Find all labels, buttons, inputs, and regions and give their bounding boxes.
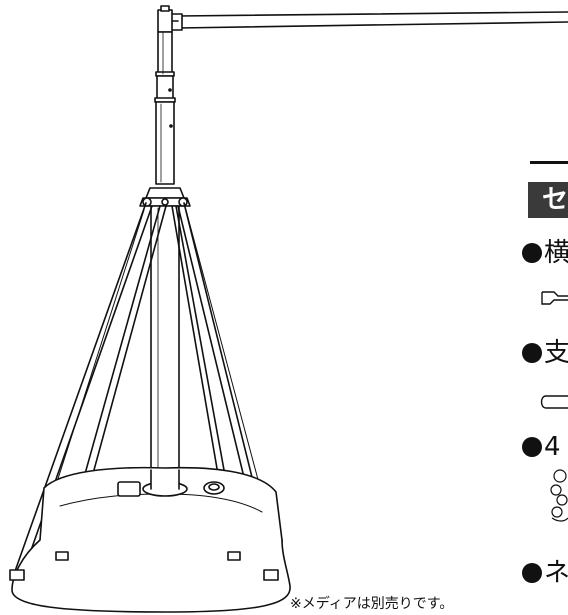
tripod-collar (139, 187, 191, 207)
tube-part-icon (540, 395, 568, 409)
section-badge: セ (528, 182, 568, 218)
telescopic-pole (154, 31, 176, 185)
pole-top-joint (157, 5, 179, 33)
bullet-icon (522, 437, 542, 457)
water-tank-base (11, 466, 291, 613)
bullet-icon (522, 343, 542, 363)
bullet-icon (522, 243, 542, 263)
feature-label: ネ (544, 558, 568, 588)
media-sold-separately-note: ※メディアは別売りです。 (290, 596, 454, 612)
bullet-icon (522, 563, 542, 583)
bolt-part-icon (550, 469, 568, 522)
feature-item-1: 横 (522, 238, 568, 268)
feature-item-2: 支 (522, 338, 568, 368)
feature-label: 横 (544, 238, 568, 268)
feature-item-4: ネ (522, 558, 568, 588)
leg-feet (9, 551, 279, 581)
horizontal-arm (169, 11, 568, 31)
section-heading-rule (530, 161, 568, 164)
feature-label: 支 (544, 338, 568, 368)
feature-item-3: 4 (522, 432, 561, 462)
clamp-part-icon (541, 291, 568, 305)
feature-label: 4 (544, 432, 561, 462)
